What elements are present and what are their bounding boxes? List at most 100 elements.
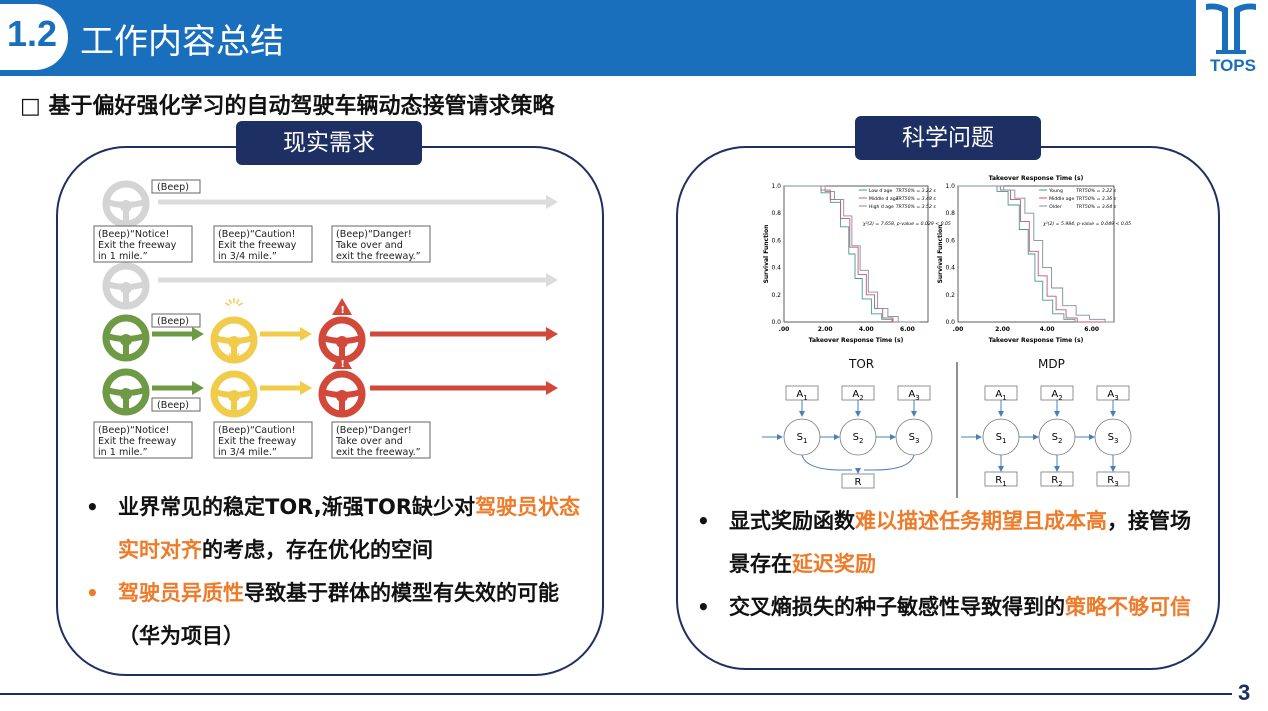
reward-node (1096, 471, 1130, 487)
reward-link (801, 454, 852, 471)
state-label: S3 (1108, 432, 1119, 445)
state-label: S3 (909, 432, 920, 445)
bullet-text: 显式奖励函数 (729, 509, 855, 533)
warning-icon: ! (332, 352, 352, 370)
right-panel-tag: 科学问题 (855, 116, 1041, 160)
bullet-text: 导致基于群体的模型有失效的可能（华为项目） (118, 581, 559, 648)
highlight-text: 驾驶员状态实时对齐 (118, 495, 581, 562)
yellow-arrow (260, 327, 312, 341)
action-label: A2 (1051, 389, 1062, 402)
y-axis-label: Survival Function (937, 225, 944, 284)
right-bullets: •显式奖励函数难以描述任务期望且成本高，接管场景存在延迟奖励•交叉熵损失的种子敏… (697, 500, 1207, 629)
section-number: 1.2 (6, 13, 58, 54)
steering-wheel-yellow-icon (210, 370, 258, 418)
bullet-text: ，接管场景存在 (729, 509, 1191, 576)
y-tick-label: 0.8 (771, 210, 781, 217)
survival-chart-age-group: Takeover Response Time (s)0.00.20.40.60.… (937, 175, 1131, 344)
red-timeline-arrow (370, 381, 558, 395)
legend-stat: TRT50% = 3.48 s (896, 196, 936, 202)
y-tick-label: 0.0 (771, 319, 781, 326)
legend-stat: TRT50% = 3.52 s (896, 204, 936, 210)
highlight-text: 难以描述任务期望且成本高 (855, 509, 1107, 533)
y-tick-label: 0.4 (945, 265, 955, 272)
reward-label: R1 (995, 475, 1006, 488)
svg-text:exit the freeway.”: exit the freeway.” (336, 251, 421, 262)
x-axis-label: Takeover Response Time (s) (989, 337, 1084, 344)
svg-text:(Beep)“Caution!: (Beep)“Caution! (218, 425, 295, 436)
logo-text: TOPS (1210, 56, 1256, 75)
svg-text:!: ! (340, 305, 345, 316)
bullet-dot: • (697, 595, 710, 619)
x-tick-label: .00 (953, 326, 964, 333)
survival-curve (784, 185, 918, 323)
red-timeline-arrow (370, 327, 558, 341)
x-tick-label: 6.00 (900, 326, 915, 333)
beep-label: (Beep) (151, 179, 201, 194)
x-tick-label: 2.00 (818, 326, 833, 333)
alert-light-icon (224, 352, 244, 361)
beep-label: (Beep) (151, 313, 201, 328)
highlight-text: 驾驶员异质性 (118, 581, 244, 605)
svg-text:(Beep)“Notice!: (Beep)“Notice! (98, 229, 169, 240)
x-tick-label: 4.00 (859, 326, 874, 333)
bullet-text: 业界常见的稳定TOR,渐强TOR缺少对 (118, 495, 476, 519)
bullet-item: •驾驶员异质性导致基于群体的模型有失效的可能（华为项目） (86, 572, 586, 658)
svg-text:in 3/4 mile.”: in 3/4 mile.” (218, 447, 277, 458)
alert-light-icon (224, 298, 244, 307)
green-arrow (152, 381, 204, 395)
slide-subtitle: □ 基于偏好强化学习的自动驾驶车辆动态接管请求策略 (20, 94, 555, 119)
legend-stat: TRT50% = 3.36 s (1076, 196, 1116, 202)
warning-icon: ! (332, 298, 352, 316)
svg-text:(Beep)“Notice!: (Beep)“Notice! (98, 425, 169, 436)
svg-text:(Beep)“Caution!: (Beep)“Caution! (218, 229, 295, 240)
footer-divider (0, 693, 1232, 695)
survival-curve (958, 185, 1106, 323)
section-badge (0, 4, 68, 70)
x-tick-label: 6.00 (1084, 326, 1099, 333)
steering-wheel-green-icon (102, 314, 150, 362)
legend-stat: TRT50% = 3.22 s (896, 188, 936, 194)
tops-logo: TOPS (1196, 0, 1268, 76)
y-tick-label: 0.2 (945, 292, 955, 299)
reward-label: R3 (1107, 475, 1118, 488)
page-number: 3 (1238, 680, 1251, 705)
bullet-item: •交叉熵损失的种子敏感性导致得到的策略不够可信 (697, 586, 1207, 629)
highlight-text: 策略不够可信 (1065, 595, 1191, 619)
legend-label: Middle d age (869, 196, 899, 202)
action-label: A3 (908, 389, 919, 402)
x-tick-label: 2.00 (995, 326, 1010, 333)
state-label: S1 (797, 432, 808, 445)
state-label: S2 (1052, 432, 1063, 445)
caption-tor: TOR (849, 357, 875, 371)
svg-text:in 1 mile.”: in 1 mile.” (98, 447, 148, 458)
bullet-item: •业界常见的稳定TOR,渐强TOR缺少对驾驶员状态实时对齐的考虑，存在优化的空间 (86, 486, 586, 572)
y-tick-label: 1.0 (771, 183, 781, 190)
yellow-arrow (260, 381, 312, 395)
gray-timeline-arrow (158, 195, 558, 209)
left-bullets: •业界常见的稳定TOR,渐强TOR缺少对驾驶员状态实时对齐的考虑，存在优化的空间… (86, 486, 586, 658)
y-tick-label: 0.8 (945, 210, 955, 217)
legend-label: High d age (869, 204, 894, 210)
action-label: A2 (852, 389, 863, 402)
gray-timeline-arrow (158, 273, 558, 287)
section-title: 工作内容总结 (80, 22, 284, 62)
reward-node (984, 471, 1018, 487)
svg-text:Take over and: Take over and (335, 240, 403, 251)
state-label: S1 (996, 432, 1007, 445)
legend-label: Middle age (1049, 196, 1074, 202)
svg-text:(Beep): (Beep) (157, 316, 189, 327)
reward-label: R (855, 477, 862, 488)
y-axis-label: Survival Function (763, 225, 770, 284)
svg-text:!: ! (340, 359, 345, 370)
y-tick-label: 0.6 (945, 237, 955, 244)
svg-text:Take over and: Take over and (335, 436, 403, 447)
bullet-text: 的考虑，存在优化的空间 (202, 538, 433, 562)
reward-label: R2 (1051, 475, 1062, 488)
legend-label: Young (1048, 188, 1063, 194)
svg-text:(Beep): (Beep) (157, 182, 189, 193)
